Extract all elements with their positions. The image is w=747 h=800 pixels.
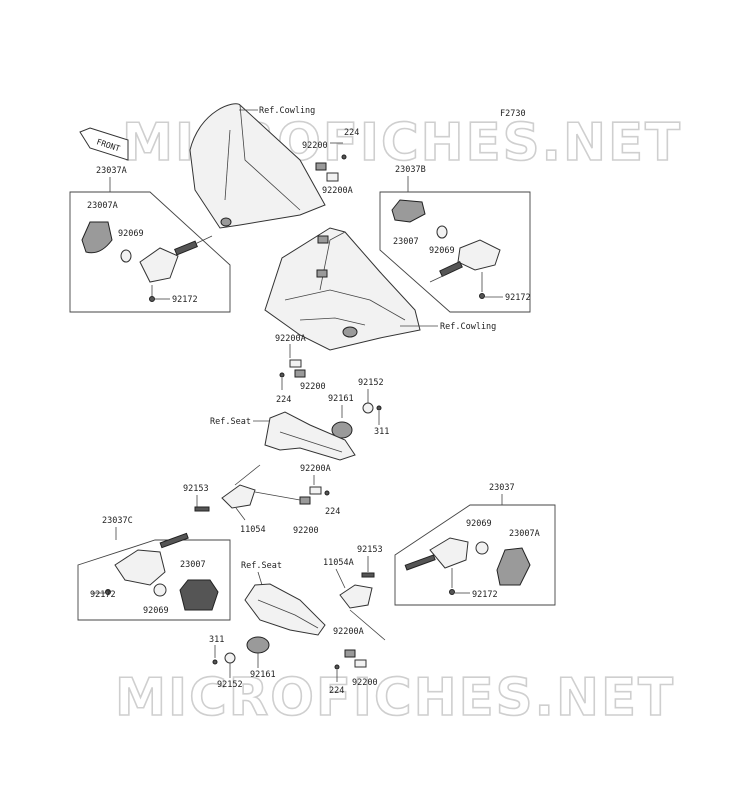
signal-housing-c — [114, 549, 166, 586]
label-92200-a: 92200 — [302, 141, 328, 151]
bulb-92069-d — [475, 541, 489, 555]
label-23037: 23037 — [489, 483, 515, 493]
label-23007A-a: 23007A — [87, 201, 118, 211]
label-92200-d: 92200 — [352, 678, 378, 688]
label-92161-a: 92161 — [328, 394, 354, 404]
label-92200A-a: 92200A — [322, 186, 353, 196]
clip-92200A-b — [289, 359, 302, 368]
bulb-92069-a — [120, 249, 132, 263]
bulb-92069-c — [153, 583, 167, 597]
damper-92161-a — [331, 421, 353, 439]
label-92069-b: 92069 — [429, 246, 455, 256]
label-224-c: 224 — [325, 507, 340, 517]
label-23007-c: 23007 — [180, 560, 206, 570]
figure-code: F2730 — [500, 109, 526, 119]
label-92172-d: 92172 — [472, 590, 498, 600]
label-92172-c: 92172 — [90, 590, 116, 600]
label-23007A-d: 23007A — [509, 529, 540, 539]
grab-rail-top — [264, 411, 356, 461]
bracket-11054 — [221, 484, 256, 509]
label-92172-a: 92172 — [172, 295, 198, 305]
label-311-a: 311 — [374, 427, 389, 437]
label-92069-a: 92069 — [118, 229, 144, 239]
ref-cowling-top-label: Ref.Cowling — [259, 106, 315, 116]
clip-92200-c — [299, 496, 311, 505]
group-box-23037A — [69, 191, 231, 313]
label-23007-b: 23007 — [393, 237, 419, 247]
label-92161-b: 92161 — [250, 670, 276, 680]
group-box-23037 — [394, 504, 556, 606]
lens-23007-b — [391, 199, 426, 223]
label-92200A-c: 92200A — [300, 464, 331, 474]
label-11054: 11054 — [240, 525, 266, 535]
clip-92200A-d — [354, 659, 367, 668]
label-224-b: 224 — [276, 395, 291, 405]
cowling-middle — [264, 227, 421, 351]
label-92153-b: 92153 — [357, 545, 383, 555]
group-box-23037C — [77, 539, 231, 621]
label-92152-a: 92152 — [358, 378, 384, 388]
clip-92200-b — [294, 369, 306, 378]
signal-housing-b — [457, 239, 501, 271]
clip-92200A-a — [326, 172, 339, 182]
label-92200A-d: 92200A — [333, 627, 364, 637]
clip-92200-d — [344, 649, 356, 658]
collar-92152-a — [362, 402, 374, 414]
label-92153-a: 92153 — [183, 484, 209, 494]
front-arrow-icon: FRONT — [79, 127, 129, 161]
label-92152-b: 92152 — [217, 680, 243, 690]
label-23037A: 23037A — [96, 166, 127, 176]
clip-92200A-c — [309, 486, 322, 495]
cowling-top — [189, 103, 326, 229]
ref-cowling-mid-label: Ref.Cowling — [440, 322, 496, 332]
ref-seat-low-label: Ref.Seat — [241, 561, 282, 571]
signal-housing-d — [429, 537, 469, 569]
group-box-23037B — [379, 191, 531, 313]
label-92172-b: 92172 — [505, 293, 531, 303]
bulb-92069-b — [436, 225, 448, 239]
lens-23007A-a — [81, 221, 113, 254]
clip-92200-a — [315, 162, 327, 171]
label-23037B: 23037B — [395, 165, 426, 175]
label-23037C: 23037C — [102, 516, 133, 526]
watermark-bottom: MICROFICHES.NET — [115, 668, 675, 728]
label-92069-c: 92069 — [143, 606, 169, 616]
lens-23007A-d — [496, 547, 531, 586]
lens-23007-c — [179, 579, 219, 611]
damper-92161-b — [246, 636, 270, 654]
label-224-a: 224 — [344, 128, 359, 138]
label-224-d: 224 — [329, 686, 344, 696]
label-11054A: 11054A — [323, 558, 354, 568]
label-92200-c: 92200 — [293, 526, 319, 536]
label-311-b: 311 — [209, 635, 224, 645]
label-92200A-b: 92200A — [275, 334, 306, 344]
ref-seat-mid-label: Ref.Seat — [210, 417, 251, 427]
grab-rail-bottom — [244, 583, 326, 636]
collar-92152-b — [224, 652, 236, 664]
label-92069-d: 92069 — [466, 519, 492, 529]
bracket-11054A — [339, 584, 373, 609]
label-92200-b: 92200 — [300, 382, 326, 392]
signal-housing-a — [139, 247, 179, 283]
